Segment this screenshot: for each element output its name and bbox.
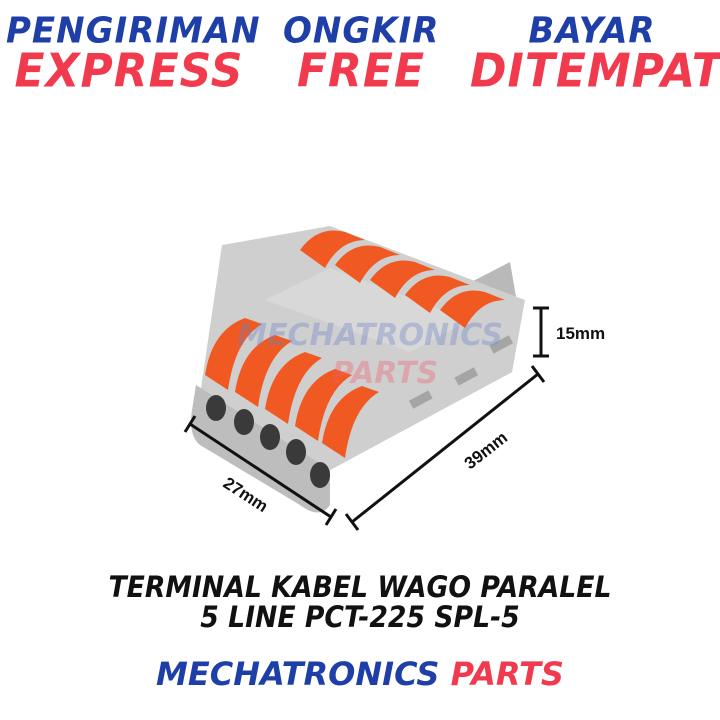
watermark-line2: PARTS [332, 356, 438, 391]
dimension-height [533, 306, 549, 358]
product-title-line1: TERMINAL KABEL WAGO PARALEL [108, 570, 612, 604]
product-title: TERMINAL KABEL WAGO PARALEL 5 LINE PCT-2… [0, 572, 720, 632]
promo-bottom-text: FREE [296, 44, 426, 99]
wire-holes [206, 395, 330, 488]
brand-part1: MECHATRONICS [156, 655, 440, 693]
watermark: MECHATRONICS PARTS [237, 318, 503, 391]
promo-bottom-text: DITEMPAT [470, 44, 720, 99]
promo-free-shipping: ONGKIR FREE [283, 10, 440, 99]
promo-cash-on-delivery: BAYAR DITEMPAT [470, 10, 720, 99]
promo-bottom-text: EXPRESS [14, 44, 244, 99]
back-levers [300, 230, 505, 328]
promo-top-text: PENGIRIMAN [6, 10, 261, 53]
promo-express-shipping: PENGIRIMAN EXPRESS [6, 10, 261, 99]
promo-top-text: BAYAR [528, 10, 656, 53]
product-illustration: MECHATRONICS PARTS 15mm 39mm 27mm [183, 226, 605, 531]
brand-part2: PARTS [450, 655, 564, 693]
watermark-line1: MECHATRONICS [237, 318, 503, 353]
dimension-length-label: 39mm [461, 428, 511, 473]
front-levers [205, 318, 379, 458]
promo-top-text: ONGKIR [283, 10, 440, 53]
promo-banner: PENGIRIMAN EXPRESS ONGKIR FREE BAYAR DIT… [0, 0, 720, 110]
product-title-line2: 5 LINE PCT-225 SPL-5 [200, 600, 520, 634]
dimension-height-label: 15mm [556, 324, 605, 343]
dimension-length [344, 365, 546, 531]
brand-name: MECHATRONICS PARTS [0, 654, 720, 694]
dimension-width [183, 415, 338, 526]
